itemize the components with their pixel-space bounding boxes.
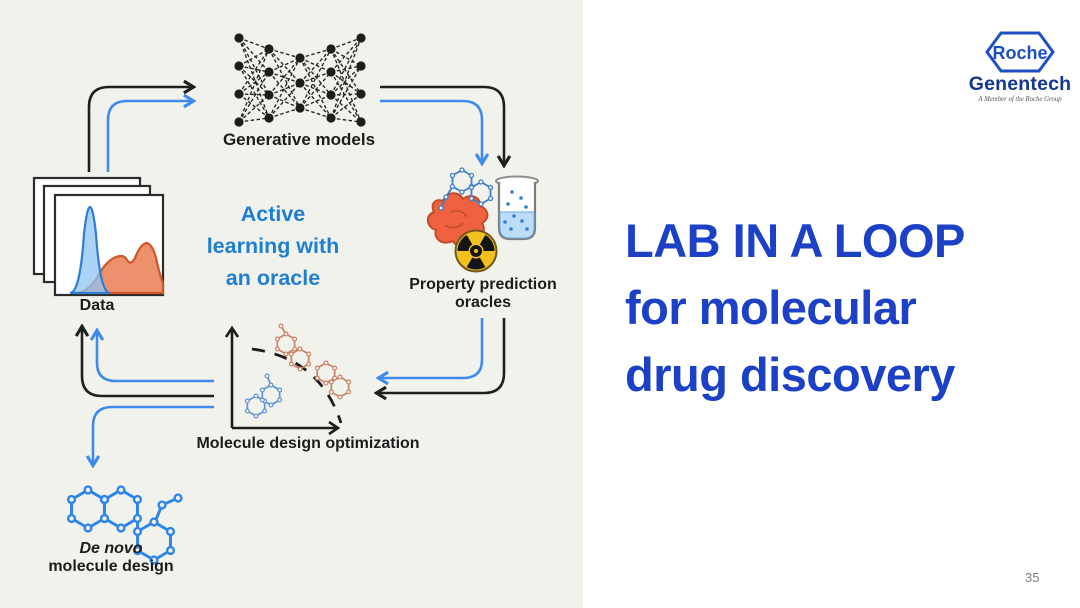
- data-label: Data: [79, 297, 115, 314]
- roche-wordmark: Roche: [992, 43, 1047, 63]
- blue-distribution: [69, 205, 111, 295]
- arrow-to-denovo-blue: [93, 405, 214, 465]
- beaker-icon: [495, 175, 539, 241]
- roche-genentech-logo: Roche Genentech A Member of the Roche Gr…: [965, 31, 1075, 103]
- page-number: 35: [1025, 570, 1040, 585]
- denovo-label: De novo molecule design: [48, 540, 174, 575]
- loop-arrows: [0, 0, 583, 608]
- denovo-molecule-icon: [66, 485, 183, 565]
- title-line-2: for molecular: [625, 281, 917, 334]
- arrow-models-to-oracles-blue: [380, 99, 482, 163]
- radiation-icon: [454, 229, 498, 273]
- arrow-oracles-to-design-blue: [379, 318, 484, 378]
- property-oracles-icon: [426, 167, 539, 273]
- diagram-panel: Generative models Active learning with a…: [0, 0, 583, 608]
- arrow-models-to-oracles-black: [380, 85, 504, 165]
- slide-title: LAB IN A LOOP for molecular drug discove…: [625, 207, 965, 408]
- arrow-data-to-models-black: [87, 87, 193, 172]
- generative-models-label: Generative models: [222, 130, 376, 149]
- design-optimization-plot-icon: [224, 323, 352, 436]
- oracles-label: Property prediction oracles: [409, 276, 557, 311]
- arrow-design-to-data-blue: [97, 331, 214, 383]
- genentech-wordmark: Genentech: [968, 73, 1072, 95]
- roche-hexagon-icon: Roche: [985, 31, 1055, 73]
- molecule-design-label: Molecule design optimization: [196, 435, 420, 452]
- neural-network-icon: [234, 33, 366, 127]
- data-histograms-icon: [32, 176, 165, 297]
- title-line-3: drug discovery: [625, 348, 955, 401]
- arrow-oracles-to-design-black: [377, 318, 506, 393]
- arrow-design-to-data-black: [82, 327, 214, 398]
- title-line-1: LAB IN A LOOP: [625, 214, 965, 267]
- title-panel: Roche Genentech A Member of the Roche Gr…: [583, 0, 1080, 608]
- active-learning-caption: Active learning with an oracle: [206, 202, 340, 290]
- roche-tagline: A Member of the Roche Group: [978, 96, 1062, 103]
- arrow-data-to-models-blue: [106, 101, 193, 172]
